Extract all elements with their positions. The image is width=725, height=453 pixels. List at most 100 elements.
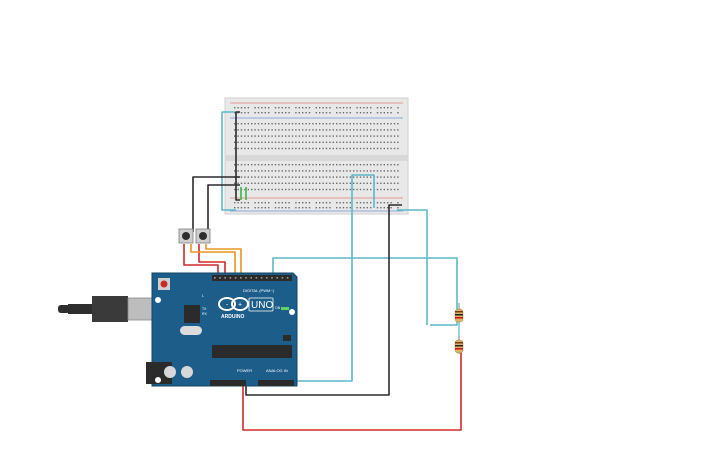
digital-pin[interactable] <box>224 277 226 279</box>
breadboard-hole[interactable] <box>257 202 260 204</box>
breadboard-hole[interactable] <box>268 170 270 172</box>
breadboard-hole[interactable] <box>271 170 273 172</box>
breadboard-hole[interactable] <box>376 107 379 109</box>
breadboard-hole[interactable] <box>359 182 362 184</box>
breadboard-hole[interactable] <box>370 147 372 150</box>
breadboard-hole[interactable] <box>393 176 396 178</box>
breadboard-hole[interactable] <box>325 188 328 191</box>
breadboard-hole[interactable] <box>285 112 287 114</box>
breadboard-hole[interactable] <box>291 141 294 143</box>
breadboard-hole[interactable] <box>387 112 389 114</box>
breadboard-hole[interactable] <box>387 141 389 143</box>
breadboard-hole[interactable] <box>278 188 280 191</box>
breadboard-hole[interactable] <box>397 107 399 109</box>
breadboard-hole[interactable] <box>363 164 365 166</box>
breadboard-hole[interactable] <box>285 207 287 209</box>
breadboard-hole[interactable] <box>264 188 266 191</box>
breadboard-hole[interactable] <box>274 207 277 209</box>
breadboard-hole[interactable] <box>336 147 338 150</box>
breadboard-hole[interactable] <box>315 123 317 125</box>
breadboard-hole[interactable] <box>329 182 331 184</box>
breadboard-hole[interactable] <box>257 182 260 184</box>
breadboard-hole[interactable] <box>376 202 379 204</box>
breadboard-hole[interactable] <box>298 141 300 143</box>
breadboard-hole[interactable] <box>370 123 372 125</box>
breadboard-hole[interactable] <box>264 164 266 166</box>
breadboard-hole[interactable] <box>329 147 331 150</box>
breadboard-hole[interactable] <box>397 135 399 137</box>
breadboard-hole[interactable] <box>261 129 263 131</box>
breadboard-hole[interactable] <box>319 135 321 137</box>
breadboard-hole[interactable] <box>325 182 328 184</box>
breadboard-hole[interactable] <box>370 107 372 109</box>
breadboard-hole[interactable] <box>342 141 345 143</box>
breadboard-hole[interactable] <box>261 135 263 137</box>
breadboard-hole[interactable] <box>251 141 253 143</box>
breadboard-hole[interactable] <box>370 188 372 191</box>
breadboard-hole[interactable] <box>366 164 368 166</box>
breadboard-hole[interactable] <box>370 182 372 184</box>
breadboard-hole[interactable] <box>308 147 311 150</box>
power-header[interactable] <box>210 380 246 386</box>
breadboard-hole[interactable] <box>346 107 348 109</box>
breadboard-hole[interactable] <box>295 135 297 137</box>
breadboard-hole[interactable] <box>244 147 246 150</box>
breadboard-hole[interactable] <box>315 182 317 184</box>
breadboard-hole[interactable] <box>390 176 392 178</box>
digital-pin[interactable] <box>266 277 268 279</box>
breadboard-hole[interactable] <box>291 182 294 184</box>
digital-pin[interactable] <box>260 277 263 279</box>
breadboard-hole[interactable] <box>268 164 270 166</box>
breadboard-hole[interactable] <box>383 147 385 150</box>
breadboard-hole[interactable] <box>281 129 283 131</box>
breadboard-hole[interactable] <box>339 207 341 209</box>
breadboard-hole[interactable] <box>308 170 311 172</box>
breadboard-hole[interactable] <box>387 147 389 150</box>
breadboard-hole[interactable] <box>295 202 297 204</box>
wire-black-gnd[interactable] <box>245 204 402 396</box>
breadboard-hole[interactable] <box>291 129 294 131</box>
breadboard-hole[interactable] <box>356 135 358 137</box>
breadboard-hole[interactable] <box>257 207 260 209</box>
breadboard-hole[interactable] <box>366 176 368 178</box>
breadboard-hole[interactable] <box>312 141 314 143</box>
breadboard-hole[interactable] <box>247 141 249 143</box>
breadboard-hole[interactable] <box>325 123 328 125</box>
breadboard-hole[interactable] <box>322 202 324 204</box>
breadboard-hole[interactable] <box>370 176 372 178</box>
digital-pin[interactable] <box>245 277 247 279</box>
breadboard-hole[interactable] <box>319 176 321 178</box>
breadboard-hole[interactable] <box>291 123 294 125</box>
breadboard-hole[interactable] <box>380 107 382 109</box>
breadboard-hole[interactable] <box>237 147 239 150</box>
breadboard-hole[interactable] <box>305 129 307 131</box>
breadboard-hole[interactable] <box>274 107 277 109</box>
breadboard-hole[interactable] <box>254 176 256 178</box>
breadboard-hole[interactable] <box>332 135 334 137</box>
breadboard-hole[interactable] <box>397 147 399 150</box>
breadboard-hole[interactable] <box>319 207 321 209</box>
breadboard-hole[interactable] <box>319 147 321 150</box>
breadboard-hole[interactable] <box>308 207 311 209</box>
breadboard-hole[interactable] <box>312 147 314 150</box>
breadboard-hole[interactable] <box>312 164 314 166</box>
breadboard-hole[interactable] <box>346 202 348 204</box>
breadboard-hole[interactable] <box>302 147 304 150</box>
arduino-uno[interactable]: - + ARDUINO UNO DIGITAL (PWM~) ANALOG IN… <box>146 272 298 387</box>
breadboard-hole[interactable] <box>308 112 311 114</box>
breadboard-hole[interactable] <box>274 176 277 178</box>
breadboard-hole[interactable] <box>356 123 358 125</box>
breadboard-hole[interactable] <box>302 107 304 109</box>
breadboard-hole[interactable] <box>251 182 253 184</box>
breadboard-hole[interactable] <box>251 164 253 166</box>
breadboard-hole[interactable] <box>325 129 328 131</box>
breadboard-hole[interactable] <box>366 188 368 191</box>
breadboard-hole[interactable] <box>315 107 317 109</box>
breadboard-hole[interactable] <box>237 170 239 172</box>
breadboard-hole[interactable] <box>376 141 379 143</box>
breadboard-hole[interactable] <box>393 188 396 191</box>
breadboard-hole[interactable] <box>370 202 372 204</box>
breadboard-hole[interactable] <box>254 129 256 131</box>
breadboard-hole[interactable] <box>325 147 328 150</box>
